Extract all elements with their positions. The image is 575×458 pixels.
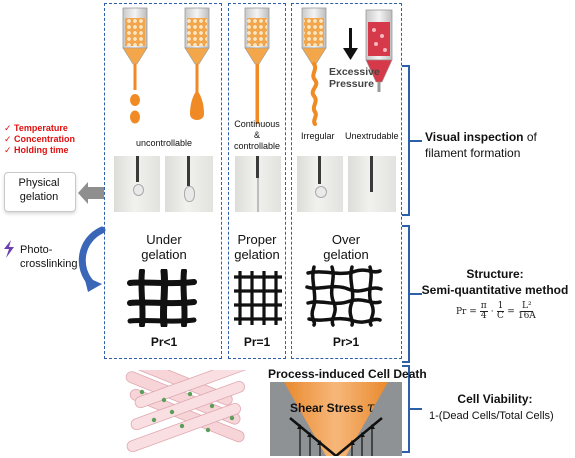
- photo-crosslinking-label: Photo- crosslinking: [20, 244, 78, 270]
- grid-over-gelation: [305, 265, 383, 327]
- pr-proper: Pr=1: [243, 335, 271, 349]
- pr-under: Pr<1: [150, 335, 178, 349]
- visual-inspection-label: Visual inspection of filament formation: [425, 130, 537, 160]
- physical-gelation-box: [4, 172, 76, 212]
- photo-irregular: [297, 156, 343, 212]
- nozzle-irregular: [301, 7, 327, 126]
- shear-stress-label: Shear Stress τ: [290, 400, 375, 416]
- nozzle-illustrations: [122, 7, 393, 126]
- pr-over: Pr>1: [332, 335, 360, 349]
- cell-viability-title: Cell Viability:: [457, 392, 533, 406]
- photo-uncontrollable-2: [165, 156, 213, 212]
- cell-death-title: Process-induced Cell Death: [268, 367, 427, 381]
- structure-method: Semi-quantitative method: [421, 283, 569, 297]
- check-icon: ✓: [4, 134, 15, 144]
- structure-title: Structure:: [466, 267, 524, 281]
- pressure-label: Excessive Pressure: [329, 66, 380, 90]
- proper-gelation-panel: [228, 3, 286, 359]
- pressure-arrow-icon: [343, 28, 358, 60]
- factor-holding-time: ✓ Holding time: [4, 145, 69, 155]
- over-gelation-panel: [291, 3, 402, 359]
- cell-viability-formula: 1-(Dead Cells/Total Cells): [429, 410, 554, 422]
- nozzle-uncontrollable: [122, 7, 148, 124]
- scaffold-illustration: [121, 370, 249, 453]
- label-unextrudable: Unextrudable: [345, 131, 399, 141]
- label-irregular: Irregular: [301, 131, 335, 141]
- check-icon: ✓: [4, 123, 15, 133]
- pr-formula: Pr = π 4 · 1 C = L² 16A: [456, 301, 536, 321]
- title-under-gelation: Under gelation: [141, 232, 187, 262]
- photo-continuous: [235, 156, 281, 212]
- factor-list: ✓ Temperature ✓ Concentration ✓ Holding …: [4, 123, 75, 156]
- nozzle-uncontrollable-drop: [184, 7, 210, 120]
- lightning-icon: [4, 240, 14, 258]
- photo-uncontrollable-1: [114, 156, 160, 212]
- title-proper-gelation: Proper gelation: [234, 232, 280, 262]
- physical-gelation-label: Physical gelation: [18, 177, 60, 203]
- nozzle-unextrudable: [365, 9, 393, 92]
- grid-under-gelation: [127, 269, 197, 327]
- under-gelation-panel: [104, 3, 222, 359]
- grid-proper-gelation: [234, 271, 282, 325]
- nozzle-continuous: [244, 7, 270, 124]
- label-continuous: Continuous & controllable: [233, 119, 281, 151]
- bracket-lines: [402, 65, 422, 453]
- factor-concentration: ✓ Concentration: [4, 134, 76, 144]
- title-over-gelation: Over gelation: [323, 232, 369, 262]
- photo-unextrudable: [348, 156, 396, 212]
- gray-arrow-icon: [78, 182, 104, 204]
- factor-temperature: ✓ Temperature: [4, 123, 68, 133]
- label-uncontrollable: uncontrollable: [136, 138, 193, 148]
- check-icon: ✓: [4, 145, 15, 155]
- curved-arrow-icon: [78, 226, 106, 292]
- shear-stress-illustration: [270, 382, 402, 456]
